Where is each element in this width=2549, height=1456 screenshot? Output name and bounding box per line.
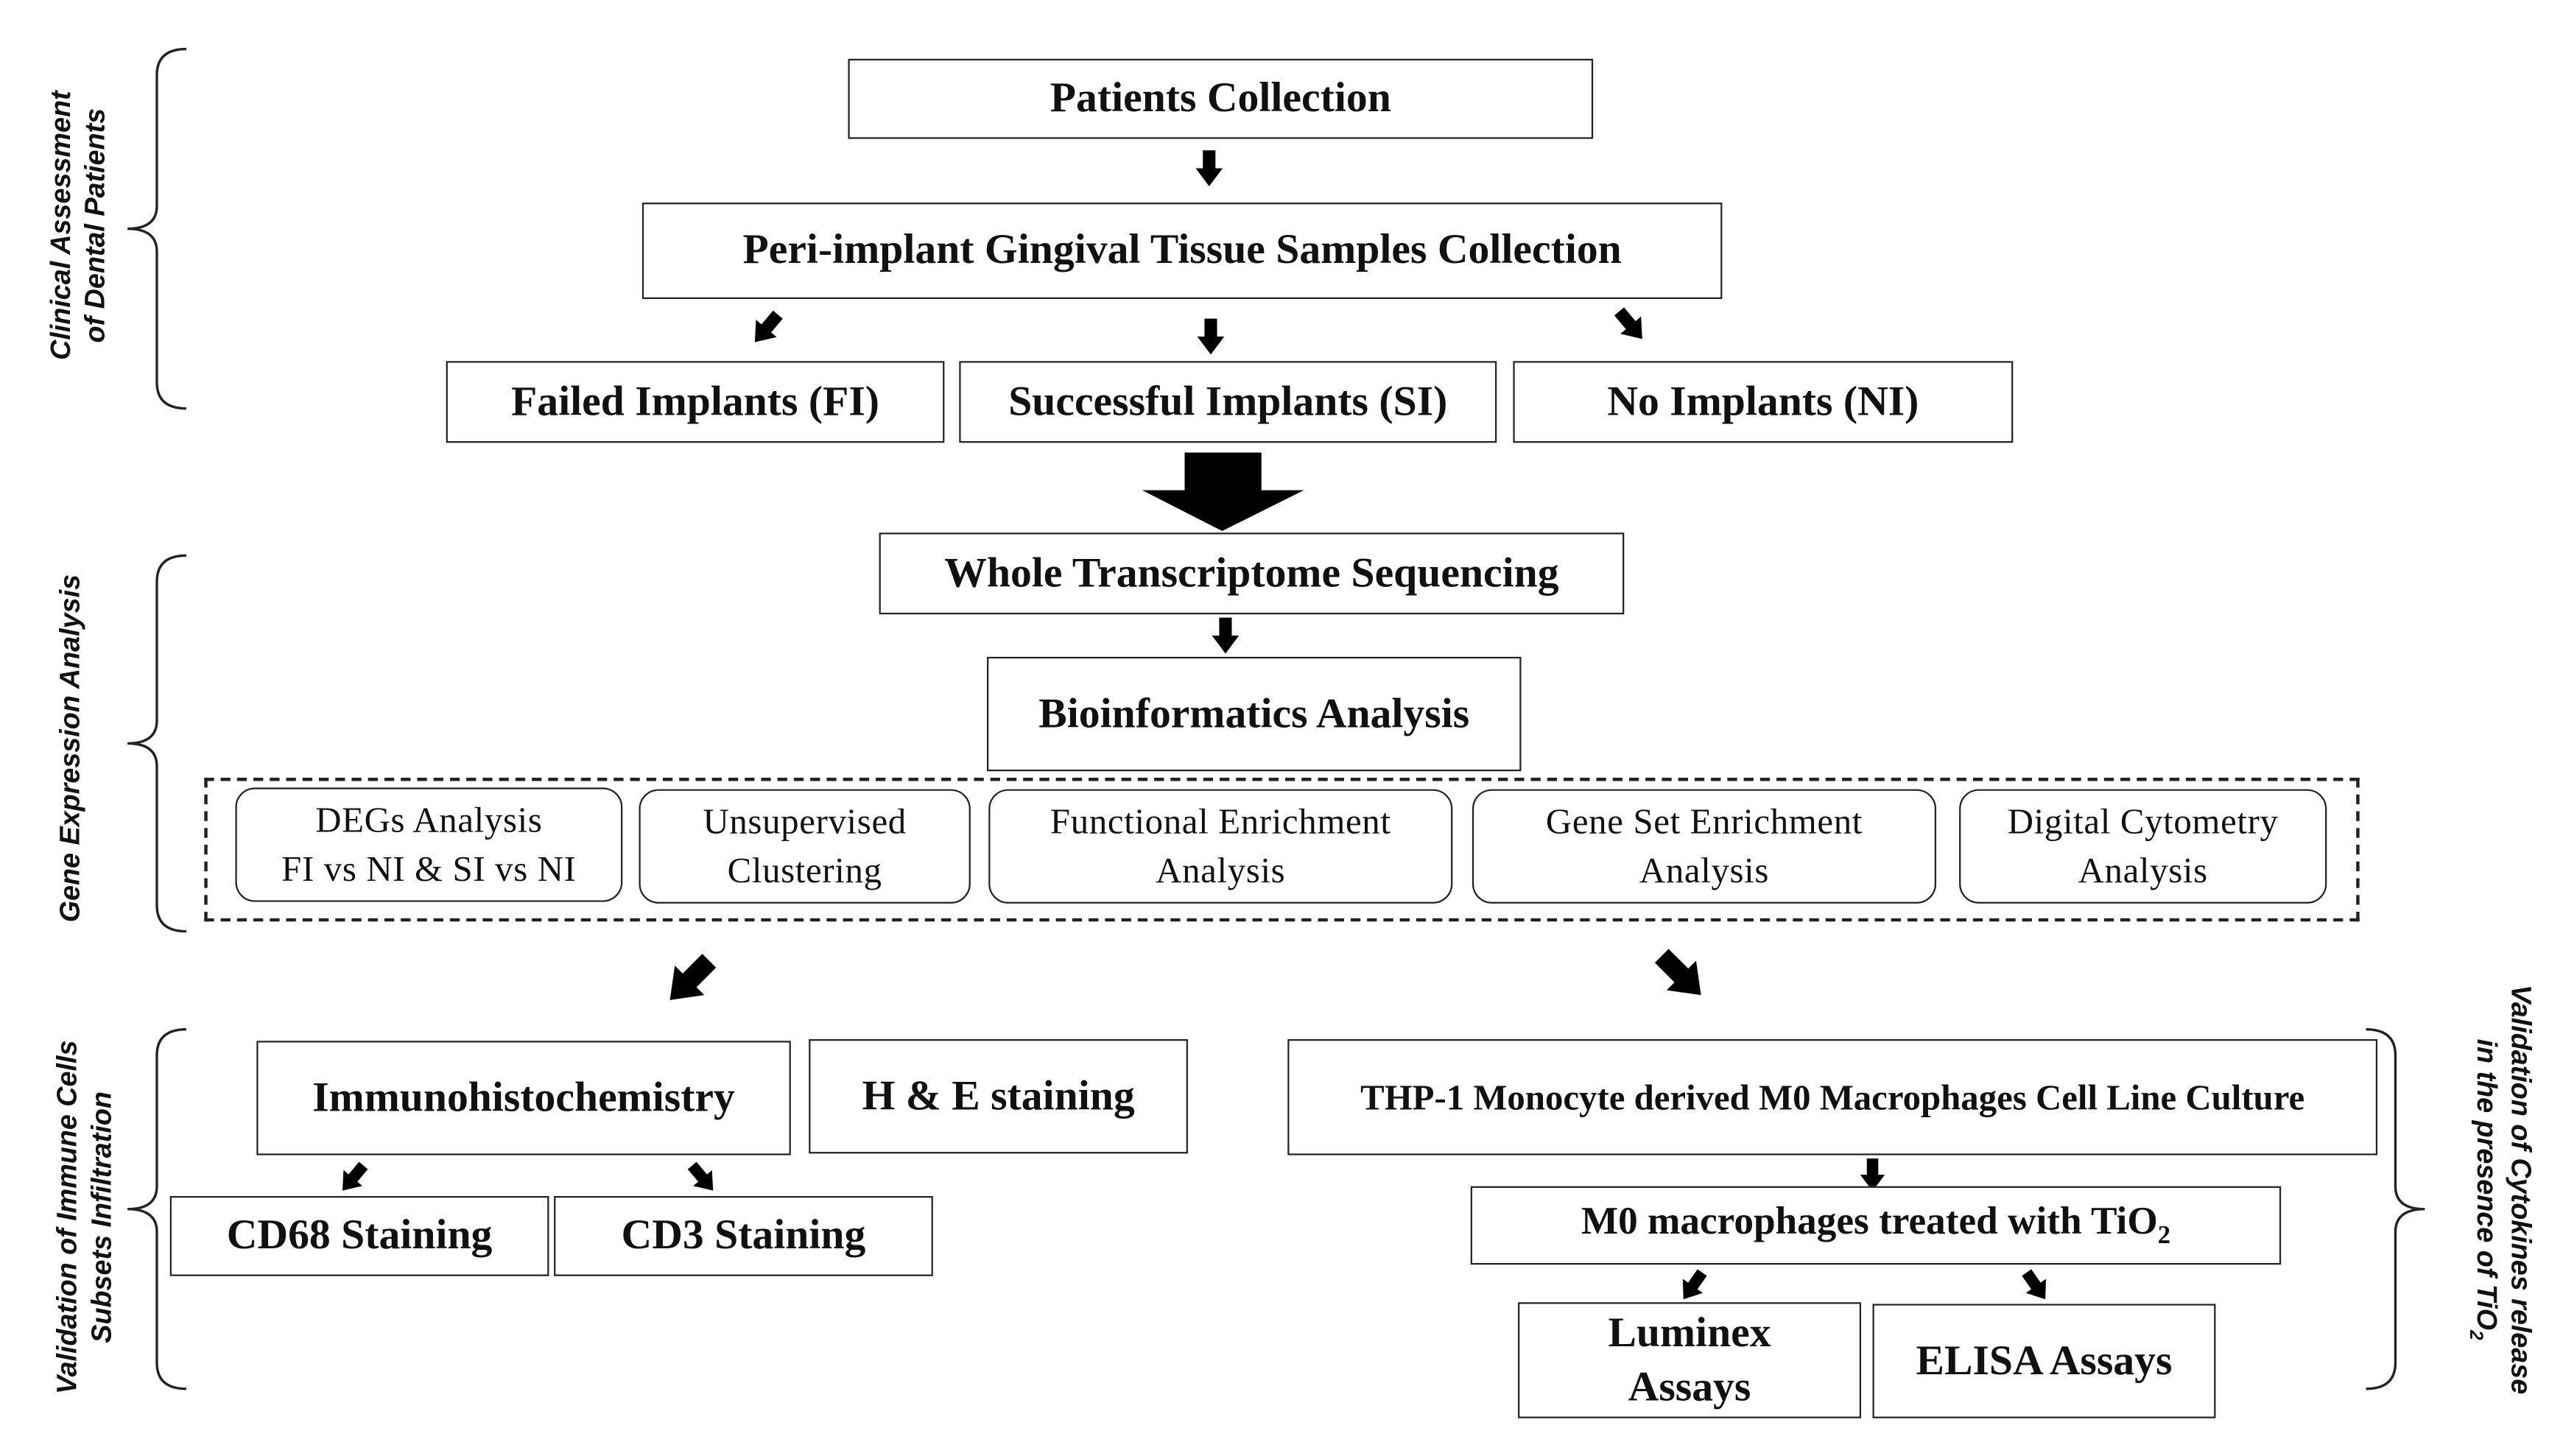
arrow-patients-to-samples xyxy=(1195,150,1223,186)
arrow-ihc-to-cd68 xyxy=(342,1161,368,1191)
arrow-ihc-to-cd3 xyxy=(687,1161,714,1191)
brace-cytokines xyxy=(2366,1028,2425,1390)
no-implants-box: No Implants (NI) xyxy=(1513,361,2014,443)
arrow-to-immunohistochemistry xyxy=(669,954,717,1000)
immunohistochemistry-box: Immunohistochemistry xyxy=(256,1041,791,1156)
thp1-culture-box: THP-1 Monocyte derived M0 Macrophages Ce… xyxy=(1287,1039,2378,1156)
he-staining-box: H & E staining xyxy=(809,1039,1188,1154)
big-arrow-groups-to-sequencing xyxy=(1142,452,1304,532)
arrow-samples-to-ni xyxy=(1614,307,1642,340)
bioinformatics-box: Bioinformatics Analysis xyxy=(987,656,1522,772)
m0-treated-box: M0 macrophages treated with TiO2 xyxy=(1470,1186,2282,1265)
elisa-assays-box: ELISA Assays xyxy=(1872,1304,2216,1418)
label-gene-expression: Gene Expression Analysis xyxy=(55,574,86,923)
brace-immune xyxy=(127,1028,186,1390)
failed-implants-box: Failed Implants (FI) xyxy=(446,361,945,443)
arrow-to-thp1 xyxy=(1654,949,1701,996)
arrow-m0-to-luminex xyxy=(1682,1269,1707,1300)
arrow-samples-to-si xyxy=(1197,318,1225,355)
arrow-sequencing-to-bioinformatics xyxy=(1212,617,1240,654)
cd68-staining-box: CD68 Staining xyxy=(169,1196,549,1276)
patients-collection-box: Patients Collection xyxy=(848,58,1594,139)
analyses-group xyxy=(204,778,2360,922)
arrow-samples-to-fi xyxy=(754,310,783,342)
arrow-m0-to-elisa xyxy=(2022,1269,2047,1300)
luminex-assays-box: Luminex Assays xyxy=(1518,1302,1861,1418)
whole-transcriptome-box: Whole Transcriptome Sequencing xyxy=(879,532,1625,615)
samples-collection-box: Peri-implant Gingival Tissue Samples Col… xyxy=(641,203,1723,300)
successful-implants-box: Successful Implants (SI) xyxy=(959,361,1497,443)
brace-gene-expression xyxy=(127,554,186,933)
brace-clinical xyxy=(127,47,186,410)
cd3-staining-box: CD3 Staining xyxy=(554,1196,933,1276)
